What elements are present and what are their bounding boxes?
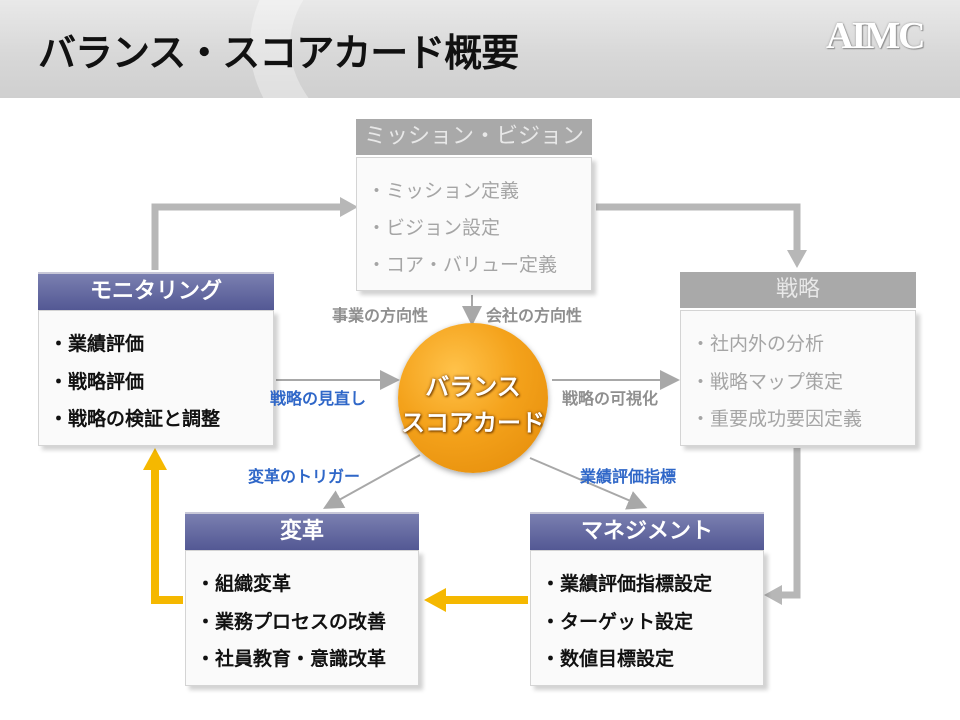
- center-label-line2: スコアカード: [401, 409, 545, 437]
- mission-item: ・ビジョン設定: [367, 217, 501, 239]
- strategy-item: ・社内外の分析: [691, 333, 825, 355]
- management-box: マネジメント ・業績評価指標設定 ・ターゲット設定 ・数値目標設定: [530, 512, 764, 686]
- arrowhead-monitoring-to-mission: [340, 197, 358, 217]
- strategy-item: ・戦略マップ策定: [691, 371, 844, 393]
- management-body: ・業績評価指標設定 ・ターゲット設定 ・数値目標設定: [530, 550, 764, 686]
- management-header: マネジメント: [530, 512, 764, 550]
- center-label-line1: バランス: [425, 373, 521, 401]
- aimc-logo: AIMC: [826, 15, 926, 57]
- management-item: ・業績評価指標設定: [541, 573, 713, 595]
- label-kpi: 業績評価指標: [580, 467, 677, 486]
- strategy-header: 戦略: [680, 272, 916, 308]
- mission-vision-box: ミッション・ビジョン ・ミッション定義 ・ビジョン設定 ・コア・バリュー定義: [356, 119, 592, 291]
- arrowhead-change-to-monitoring: [143, 448, 167, 470]
- mission-vision-body: ・ミッション定義 ・ビジョン設定 ・コア・バリュー定義: [356, 157, 592, 291]
- change-item: ・組織変革: [196, 573, 292, 595]
- label-company-direction: 会社の方向性: [486, 306, 583, 325]
- strategy-item: ・重要成功要因定義: [691, 408, 863, 430]
- change-item: ・業務プロセスの改善: [196, 611, 387, 633]
- arrow-change-to-monitoring: [151, 468, 183, 604]
- monitoring-item: ・業績評価: [49, 333, 145, 355]
- balanced-scorecard-circle: バランス スコアカード: [398, 323, 548, 473]
- arrow-center-to-change: [323, 454, 421, 509]
- management-item: ・数値目標設定: [541, 648, 675, 670]
- arrowhead-mission-to-strategy: [787, 250, 807, 268]
- monitoring-body: ・業績評価 ・戦略評価 ・戦略の検証と調整: [38, 310, 274, 446]
- label-strategy-review: 戦略の見直し: [270, 389, 367, 408]
- decorative-swoosh: [250, 0, 960, 98]
- arrow-mission-to-strategy: [596, 203, 801, 255]
- change-body: ・組織変革 ・業務プロセスの改善 ・社員教育・意識改革: [185, 550, 419, 686]
- mission-item: ・コア・バリュー定義: [367, 254, 558, 276]
- header-banner: バランス・スコアカード概要 AIMC: [0, 0, 960, 98]
- mission-vision-header: ミッション・ビジョン: [356, 119, 592, 155]
- page-title: バランス・スコアカード概要: [38, 31, 519, 75]
- arrow-center-to-management: [529, 457, 648, 510]
- change-item: ・社員教育・意識改革: [196, 648, 387, 670]
- mission-item: ・ミッション定義: [367, 180, 520, 202]
- label-change-trigger: 変革のトリガー: [248, 467, 361, 486]
- label-strategy-visualization: 戦略の可視化: [562, 389, 659, 408]
- arrow-strategy-to-management: [780, 448, 801, 599]
- change-header: 変革: [185, 512, 419, 550]
- label-business-direction: 事業の方向性: [332, 306, 429, 325]
- change-box: 変革 ・組織変革 ・業務プロセスの改善 ・社員教育・意識改革: [185, 512, 419, 686]
- arrowhead-management-to-change: [424, 588, 446, 612]
- monitoring-box: モニタリング ・業績評価 ・戦略評価 ・戦略の検証と調整: [38, 272, 274, 446]
- monitoring-item: ・戦略の検証と調整: [49, 408, 221, 430]
- strategy-body: ・社内外の分析 ・戦略マップ策定 ・重要成功要因定義: [680, 310, 916, 446]
- monitoring-header: モニタリング: [38, 272, 274, 310]
- monitoring-item: ・戦略評価: [49, 371, 145, 393]
- strategy-box: 戦略 ・社内外の分析 ・戦略マップ策定 ・重要成功要因定義: [680, 272, 916, 446]
- arrowhead-strategy-to-management: [764, 585, 782, 605]
- management-item: ・ターゲット設定: [541, 611, 694, 633]
- arrow-monitoring-to-mission: [151, 203, 345, 270]
